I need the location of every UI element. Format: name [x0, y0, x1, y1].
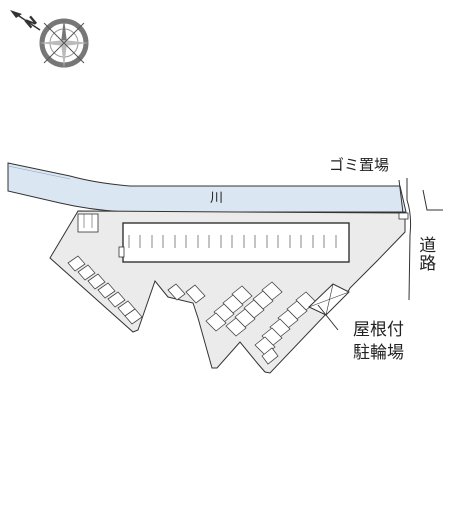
garbage-area — [398, 212, 409, 220]
covered-bicycle-parking — [308, 283, 350, 316]
river-label: 川 — [210, 191, 224, 206]
road-label: 道路 — [415, 236, 436, 272]
garbage-area-label: ゴミ置場 — [329, 156, 390, 174]
road — [406, 178, 443, 301]
parking-row-left — [67, 255, 143, 325]
compass-icon — [10, 10, 89, 68]
bike-parking-label-line2: 駐輪場 — [353, 343, 404, 363]
apartment-building — [118, 222, 350, 263]
parking-row-middle — [167, 281, 283, 337]
small-structure — [77, 213, 99, 233]
parking-row-right — [254, 291, 317, 365]
bike-parking-label-line1: 屋根付 — [353, 320, 404, 340]
